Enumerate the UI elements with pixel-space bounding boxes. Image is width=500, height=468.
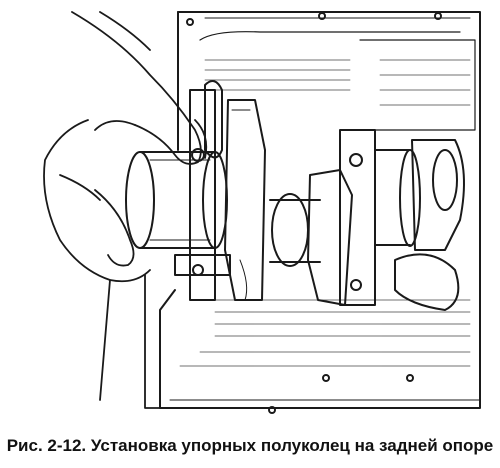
upper-hand: [71, 11, 208, 165]
crankpin: [269, 193, 321, 267]
crank-web-2: [307, 169, 353, 306]
figure-caption: Рис. 2-12. Установка упорных полуколец н…: [6, 436, 494, 455]
lower-hand: [43, 119, 166, 409]
engine-block: [159, 11, 481, 414]
rear-main-journal: [125, 151, 228, 249]
crank-web-3: [394, 139, 465, 311]
main-journal-2: [374, 149, 421, 247]
thrust-half-ring: [204, 80, 223, 159]
crank-web-1: [224, 99, 266, 301]
middle-bearing: [339, 129, 376, 306]
block-hatching: [179, 59, 471, 367]
crankshaft-illustration: [43, 11, 481, 414]
